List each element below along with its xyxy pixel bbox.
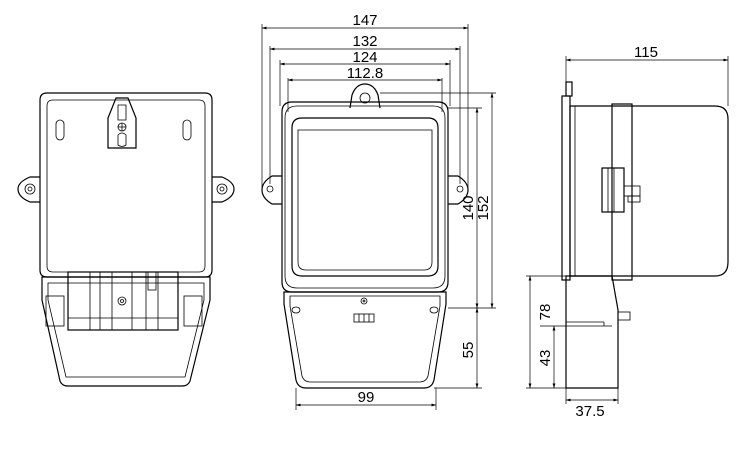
dim-43: 43 bbox=[537, 350, 554, 367]
back-view bbox=[17, 92, 235, 387]
dimension-lines bbox=[261, 24, 729, 410]
dim-112-8: 112.8 bbox=[347, 65, 383, 82]
dim-124: 124 bbox=[352, 49, 377, 66]
side-view bbox=[561, 81, 729, 389]
dim-55: 55 bbox=[460, 342, 477, 359]
dimension-labels: 147 132 124 112.8 140 152 55 99 115 78 4… bbox=[347, 12, 658, 420]
dim-37-5: 37.5 bbox=[575, 403, 604, 420]
front-view bbox=[261, 83, 469, 389]
dim-140: 140 bbox=[460, 195, 477, 220]
dim-152: 152 bbox=[475, 195, 492, 220]
dim-132: 132 bbox=[352, 33, 377, 50]
dim-115: 115 bbox=[634, 44, 658, 61]
dim-99: 99 bbox=[358, 389, 375, 406]
dim-78: 78 bbox=[537, 304, 554, 321]
dim-147: 147 bbox=[352, 12, 377, 29]
